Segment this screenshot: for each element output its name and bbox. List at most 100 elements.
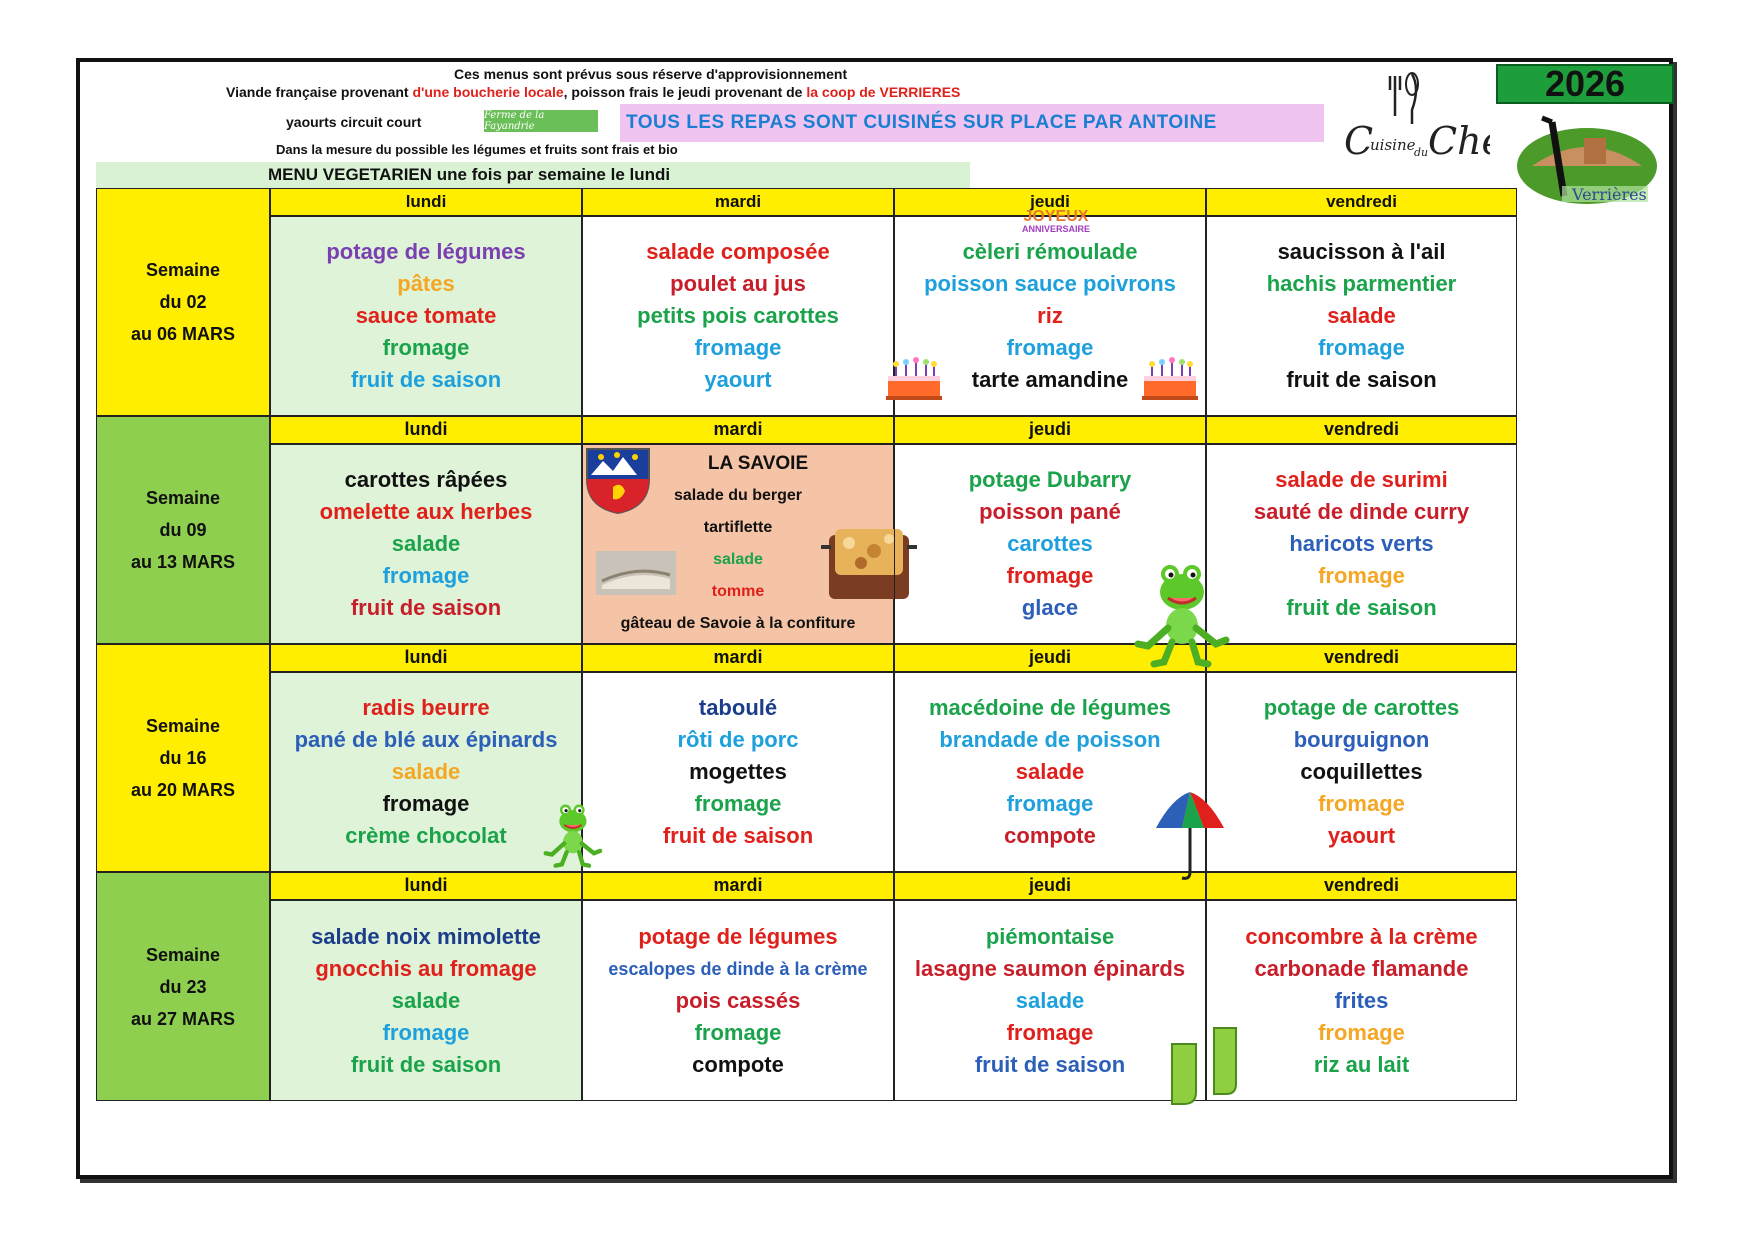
menu-item: fruit de saison xyxy=(974,1051,1126,1077)
week-label-line: Semaine xyxy=(145,944,221,965)
rain-boots-icon xyxy=(1171,1027,1237,1105)
menu-item: brandade de poisson xyxy=(939,727,1161,752)
menu-cell-jeudi: macédoine de légumes brandade de poisson s… xyxy=(894,672,1206,872)
day-header-jeudi: jeudi xyxy=(894,416,1206,444)
logo-chef-chef: Chef xyxy=(1428,119,1490,163)
menu-item: fromage xyxy=(382,563,470,588)
menu-item: sauté de dinde curry xyxy=(1253,499,1470,524)
menu-item: crème chocolat xyxy=(345,823,507,848)
menu-item: salade xyxy=(391,987,461,1013)
menu-item: potage de carottes xyxy=(1263,695,1460,720)
menu-item: salade xyxy=(391,531,461,556)
day-header-mardi: mardi xyxy=(582,188,894,216)
verrieres-logo: Verrières xyxy=(1517,115,1657,204)
logo-chef-c: C xyxy=(1344,119,1373,163)
header-line-1: Ces menus sont prévus sous réserve d'app… xyxy=(454,66,848,82)
anniversaire-text: ANNIVERSAIRE xyxy=(1021,224,1090,234)
menu-item: cèleri rémoulade xyxy=(962,239,1138,264)
menu-cell-lundi: carottes râpées omelette aux herbes salade… xyxy=(270,444,582,644)
menu-item: fromage xyxy=(694,1019,782,1045)
menu-item: fromage xyxy=(694,791,782,816)
menu-cell-vendredi: concombre à la crème carbonade flamande fr… xyxy=(1206,900,1517,1101)
menu-item: compote xyxy=(692,1051,784,1077)
menu-item: fromage xyxy=(1006,563,1094,588)
menu-item: tarte amandine xyxy=(971,367,1129,392)
menu-item: poulet au jus xyxy=(670,271,806,296)
day-header-vendredi: vendredi xyxy=(1206,644,1517,672)
menu-item: carottes râpées xyxy=(344,467,508,492)
menu-item: mogettes xyxy=(689,759,787,784)
verrieres-logo-text: Verrières xyxy=(1571,185,1647,204)
menu-item: carbonade flamande xyxy=(1254,955,1469,981)
day-header-mardi: mardi xyxy=(582,416,894,444)
menu-item: poisson sauce poivrons xyxy=(924,271,1176,296)
menu-item: fromage xyxy=(694,335,782,360)
menu-item: gâteau de Savoie à la confiture xyxy=(620,615,856,632)
day-header-mardi: mardi xyxy=(582,872,894,900)
menu-item: hachis parmentier xyxy=(1266,271,1457,296)
menu-item: fruit de saison xyxy=(662,823,814,848)
menu-item: rôti de porc xyxy=(677,727,799,752)
menu-item: potage Dubarry xyxy=(968,467,1132,492)
menu-item: frites xyxy=(1334,987,1389,1013)
menu-item: yaourt xyxy=(704,367,772,392)
week-label-line: Semaine xyxy=(145,260,221,280)
menu-item: tomme xyxy=(711,583,765,600)
menu-item: poisson pané xyxy=(979,499,1121,524)
week-label-line: au 06 MARS xyxy=(130,324,236,344)
menu-item: riz au lait xyxy=(1313,1051,1410,1077)
week-label-line: du 23 xyxy=(159,976,207,997)
menu-item: fruit de saison xyxy=(1286,595,1437,620)
menu-item: fromage xyxy=(1318,1019,1405,1045)
menu-sheet: Ces menus sont prévus sous réserve d'app… xyxy=(76,58,1674,1179)
header-line-2: Viande française provenant d'une boucher… xyxy=(226,84,961,100)
menu-item: salade de surimi xyxy=(1275,467,1448,492)
menu-item: salade noix mimolette xyxy=(311,923,541,949)
menu-item: compote xyxy=(1004,823,1096,848)
ferme-badge: Ferme de la Fayandrie xyxy=(484,110,598,132)
menu-item: riz xyxy=(1037,303,1063,328)
menu-item: fruit de saison xyxy=(350,367,502,392)
day-header-lundi: lundi xyxy=(270,416,582,444)
menu-item: saucisson à l'ail xyxy=(1277,239,1446,264)
week-label-line: au 27 MARS xyxy=(130,1008,236,1029)
menu-item: fromage xyxy=(382,335,470,360)
day-header-jeudi: jeudi xyxy=(894,188,1206,216)
menu-item: concombre à la crème xyxy=(1245,923,1478,949)
year-badge: 2026 xyxy=(1496,64,1674,104)
logo-chef-uisine: uisine xyxy=(1370,136,1416,154)
week-label-line: au 20 MARS xyxy=(130,780,236,800)
menu-item: fruit de saison xyxy=(350,595,502,620)
menu-item: taboulé xyxy=(698,695,778,720)
menu-item: tartiflette xyxy=(703,519,773,536)
menu-item: macédoine de légumes xyxy=(928,695,1172,720)
menu-item: fromage xyxy=(1006,791,1094,816)
birthday-cake-right-icon xyxy=(1142,357,1198,400)
savoie-flag-icon xyxy=(586,448,650,515)
logo-chef-du: du xyxy=(1414,146,1428,159)
menu-item: fromage xyxy=(1318,335,1405,360)
menu-item: salade xyxy=(1015,759,1085,784)
menu-cell-mardi: taboulé rôti de porc mogettes fromage fruit … xyxy=(582,672,894,872)
menu-item: gnocchis au fromage xyxy=(315,955,537,981)
cuisine-du-chef-logo: C uisine du Chef xyxy=(1344,72,1490,163)
menu-item: pois cassés xyxy=(675,987,801,1013)
menu-item: glace xyxy=(1021,595,1079,620)
joyeux-text: JOYEUX xyxy=(1023,208,1089,225)
week-label: Semaine du 23 au 27 MARS xyxy=(96,872,270,1101)
menu-item: fromage xyxy=(1006,335,1094,360)
menu-item: omelette aux herbes xyxy=(319,499,533,524)
menu-item: bourguignon xyxy=(1293,727,1430,752)
menu-item: fromage xyxy=(1318,791,1405,816)
menu-item: fromage xyxy=(382,1019,470,1045)
